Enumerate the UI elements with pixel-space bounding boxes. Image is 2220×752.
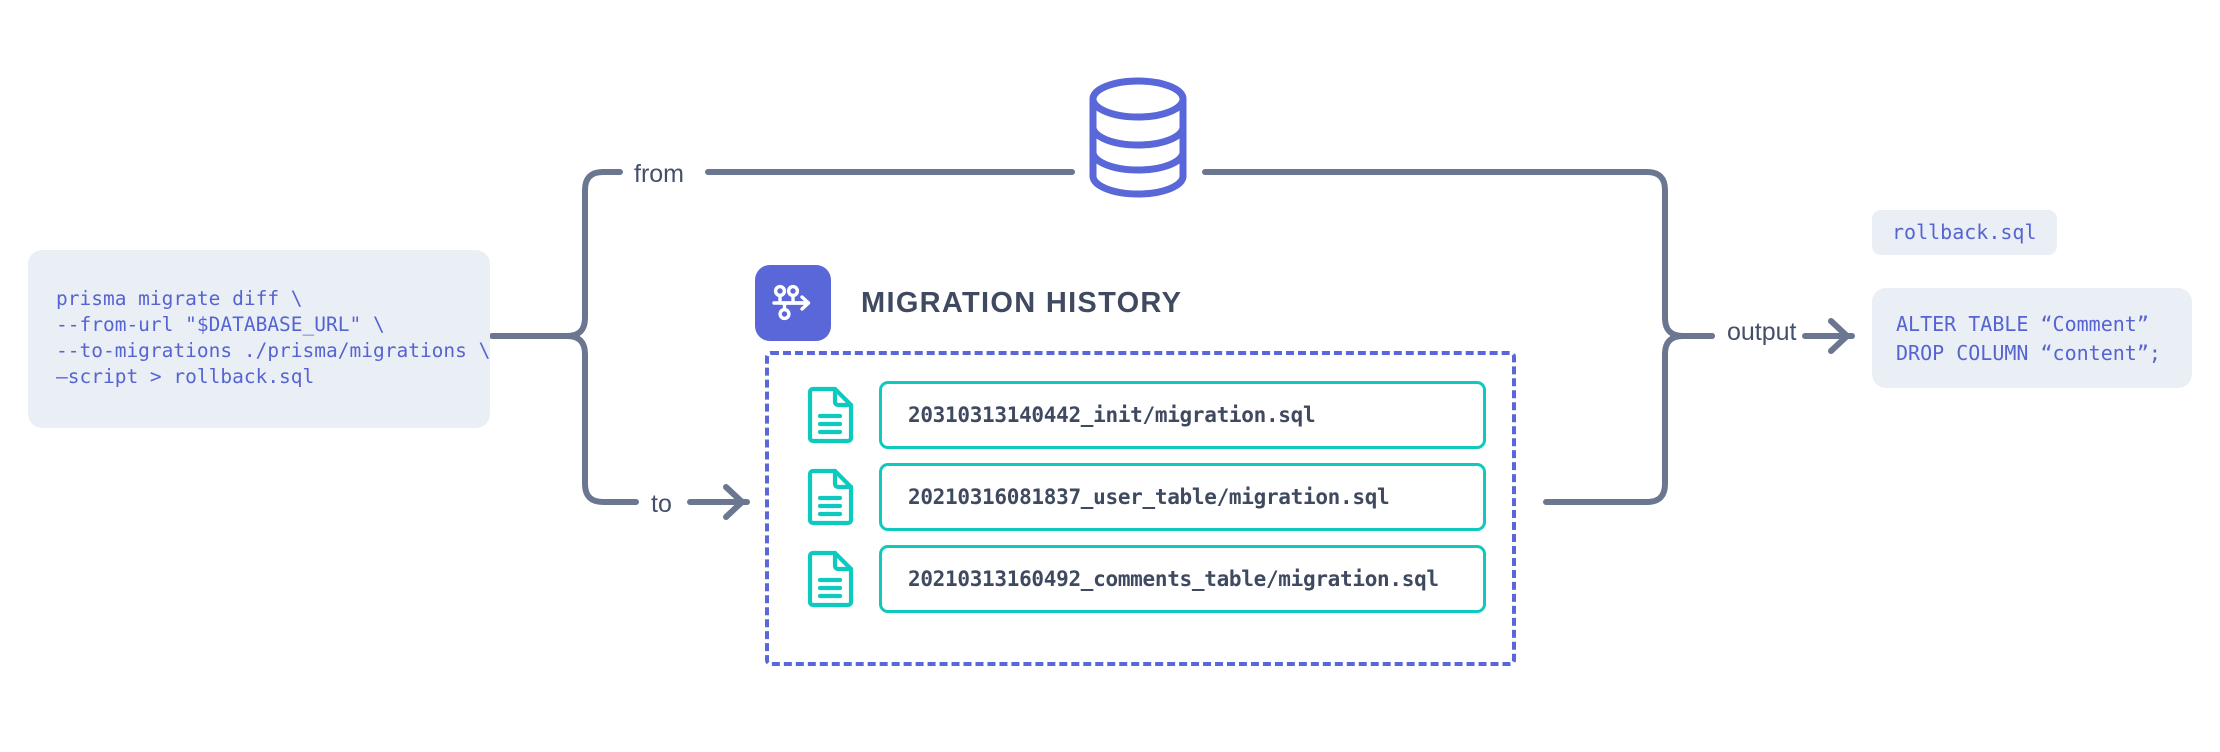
from-label: from xyxy=(634,160,684,188)
command-line: --to-migrations ./prisma/migrations \ xyxy=(56,339,491,362)
sql-output-card: ALTER TABLE “Comment” DROP COLUMN “conte… xyxy=(1872,288,2192,388)
migration-file-row[interactable]: 20210313160492_comments_table/migration.… xyxy=(795,545,1486,613)
migration-filename: 20210316081837_user_table/migration.sql xyxy=(908,485,1390,509)
prisma-command-card: prisma migrate diff \ --from-url "$DATAB… xyxy=(28,250,490,428)
migration-filename-field[interactable]: 20210316081837_user_table/migration.sql xyxy=(879,463,1486,531)
migration-filename: 20210313160492_comments_table/migration.… xyxy=(908,567,1439,591)
wire-to-arrow-head xyxy=(723,484,745,520)
migration-file-row[interactable]: 20210316081837_user_table/migration.sql xyxy=(795,463,1486,531)
command-line: –script > rollback.sql xyxy=(56,365,315,388)
migration-files-container: 20310313140442_init/migration.sql 202103… xyxy=(765,351,1516,666)
migration-history-title: MIGRATION HISTORY xyxy=(861,286,1183,319)
file-document-icon xyxy=(807,386,854,444)
wire-migrations-to-output-rail xyxy=(1543,351,1668,505)
migration-history-header: MIGRATION HISTORY xyxy=(755,265,1182,341)
command-line: --from-url "$DATABASE_URL" \ xyxy=(56,313,385,336)
database-cylinder-icon xyxy=(1089,77,1187,198)
wire-rail-top-junction xyxy=(1662,315,1715,339)
migration-branch-icon xyxy=(755,265,831,341)
wire-rail-bottom-junction xyxy=(1662,333,1715,357)
wire-brace-bottom-to xyxy=(564,333,639,505)
to-label: to xyxy=(651,490,672,518)
file-document-icon xyxy=(807,468,854,526)
wire-database-to-output-rail xyxy=(1202,169,1668,321)
output-label: output xyxy=(1727,318,1797,346)
sql-output-line: DROP COLUMN “content”; xyxy=(1896,341,2161,365)
rollback-filename: rollback.sql xyxy=(1892,220,2037,244)
migration-filename: 20310313140442_init/migration.sql xyxy=(908,403,1316,427)
rollback-filename-badge: rollback.sql xyxy=(1872,210,2057,255)
file-document-icon xyxy=(807,550,854,608)
migration-filename-field[interactable]: 20310313140442_init/migration.sql xyxy=(879,381,1486,449)
migration-file-row[interactable]: 20310313140442_init/migration.sql xyxy=(795,381,1486,449)
migration-filename-field[interactable]: 20210313160492_comments_table/migration.… xyxy=(879,545,1486,613)
wire-brace-top-from xyxy=(564,169,623,339)
sql-output-line: ALTER TABLE “Comment” xyxy=(1896,312,2149,336)
command-line: prisma migrate diff \ xyxy=(56,287,303,310)
wire-output-arrow-head xyxy=(1828,318,1850,354)
